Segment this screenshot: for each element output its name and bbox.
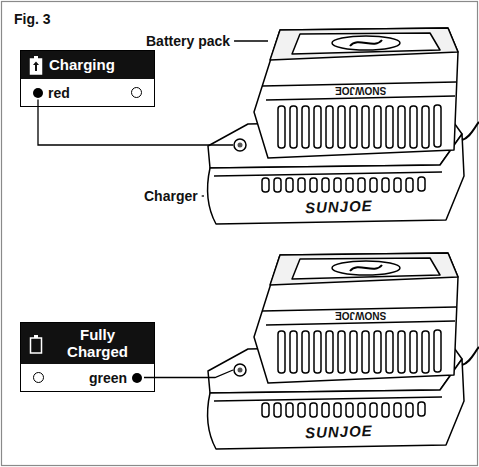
panel-heading: Charging — [49, 57, 115, 74]
part-label: Charger — [144, 188, 198, 204]
lamp-on — [33, 88, 43, 98]
battery-icon-body — [31, 59, 42, 74]
battery-icon — [29, 55, 43, 75]
panel-body: green — [21, 364, 154, 391]
panel-body: red — [21, 79, 154, 106]
lamp-group — [131, 87, 142, 98]
figure-title: Fig. 3 — [14, 11, 51, 27]
charge-arrow — [33, 62, 39, 72]
lamp-on — [132, 373, 142, 383]
charged-unit — [208, 253, 479, 449]
leader-line — [144, 370, 233, 378]
brand-mark: SUNJOE — [305, 422, 373, 441]
battery-icon-body — [31, 338, 42, 353]
brand-mark: SUNJOE — [305, 197, 373, 216]
part-label: Battery pack — [146, 33, 230, 49]
lamp-group — [33, 372, 44, 383]
panel-header: Charging — [21, 51, 154, 79]
charging-unit — [208, 28, 479, 224]
lamp-group: green — [89, 370, 142, 386]
brand-mark: SNOWJOE — [335, 310, 386, 321]
indicator-panel: Charging red — [20, 50, 155, 107]
panel-header: Fully Charged — [21, 323, 154, 364]
lamp-group: red — [33, 85, 70, 101]
lamp-color: red — [48, 85, 70, 101]
brand-mark: SNOWJOE — [335, 85, 386, 96]
panel-heading: Fully Charged — [58, 327, 138, 360]
leader-line — [202, 195, 204, 196]
leader-line — [234, 40, 268, 41]
lamp-off — [131, 87, 142, 98]
indicator-panel: Fully Charged green — [20, 322, 155, 392]
lamp-color: green — [89, 370, 127, 386]
battery-icon — [29, 334, 43, 354]
lamp-off — [33, 372, 44, 383]
